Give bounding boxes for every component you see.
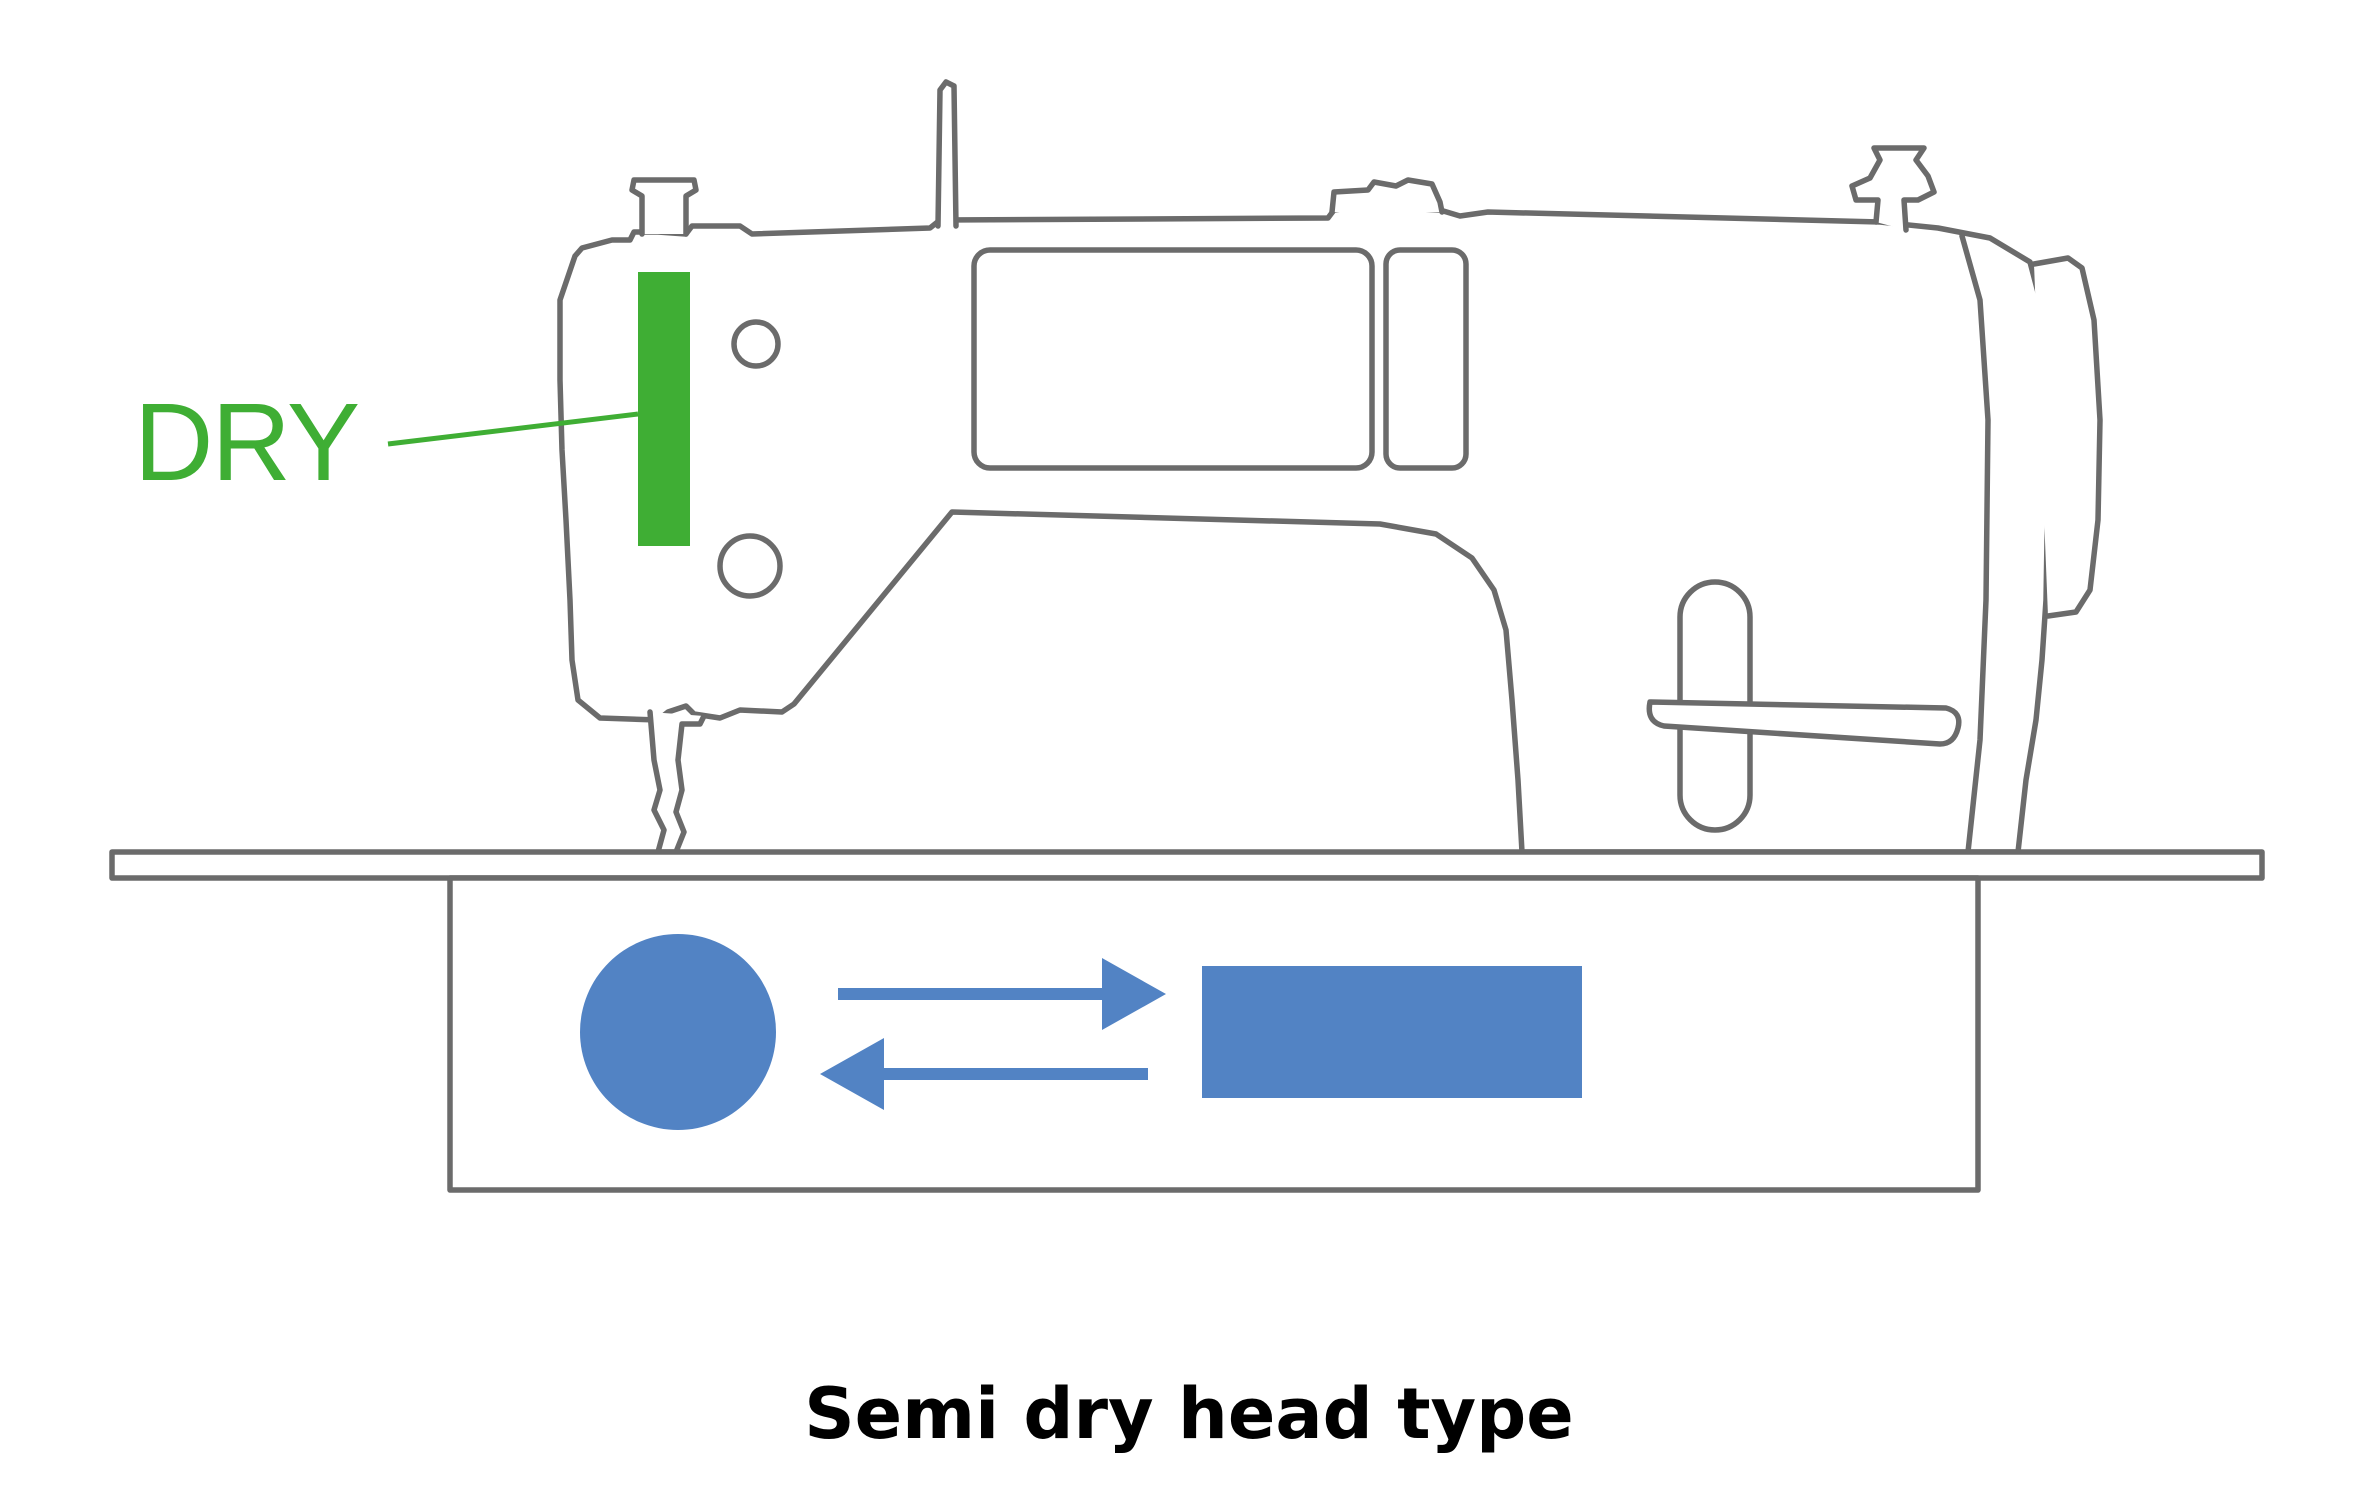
bobbin-winder [1329,177,1445,215]
display-side-panel [1383,247,1469,471]
hand-wheel-inner-line [1959,233,1991,855]
face-plate-screw-top [731,319,781,369]
pump-unit-rectangle-icon [1202,966,1582,1098]
thread-pin [629,177,699,237]
reverse-lever-handle [1646,699,1962,747]
sewing-machine-head [557,79,2103,855]
dry-zone-bar [638,272,690,546]
display-window [971,247,1375,471]
needle-and-presser-foot [647,709,707,855]
oil-tank-circle-icon [580,934,776,1130]
table-top [109,849,2265,881]
oil-circulation [580,934,1582,1130]
thread-guide-post [935,79,959,229]
arrow-left-icon [820,1038,1148,1110]
thread-stand [1849,145,1937,233]
dry-zone-indicator: DRY [134,272,690,546]
dry-callout-line [387,411,639,447]
face-plate-screw-bottom [717,533,783,599]
hand-wheel [2031,255,2103,619]
dry-label: DRY [134,381,358,504]
arrow-right-icon [838,958,1166,1030]
diagram-caption: Semi dry head type [804,1373,1574,1455]
